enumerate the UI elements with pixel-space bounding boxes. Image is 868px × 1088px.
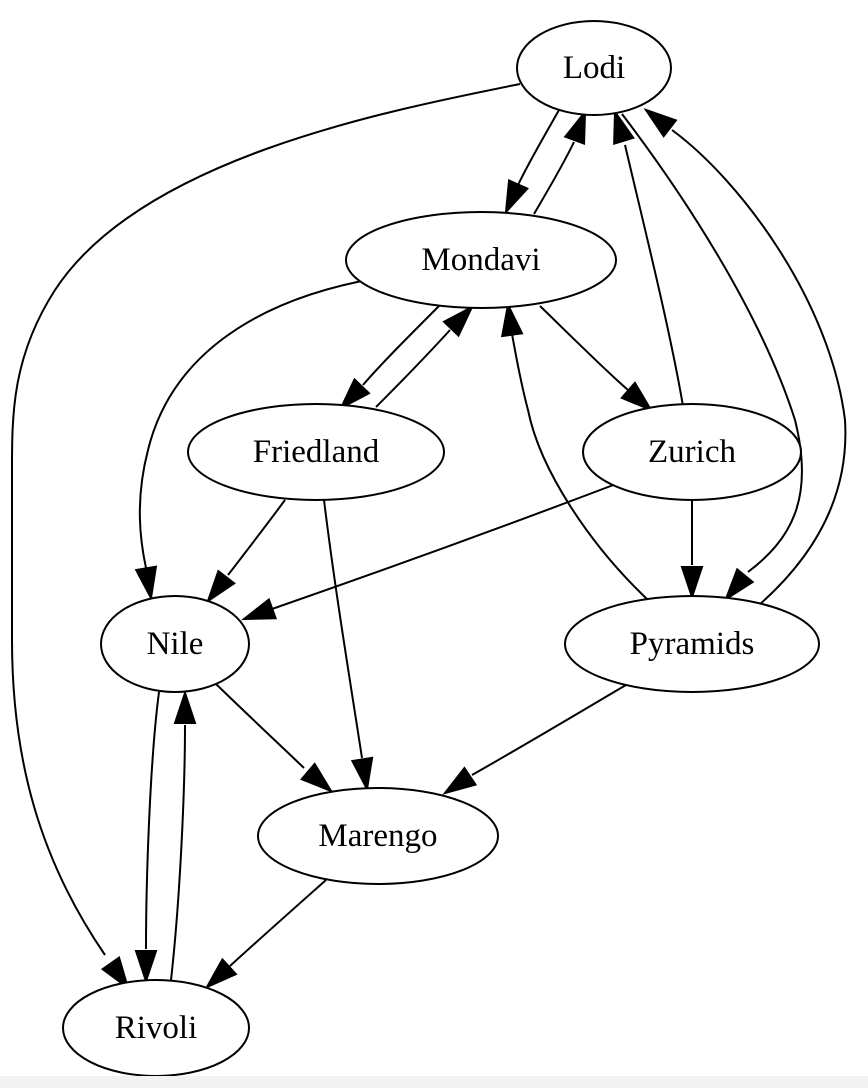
arrowhead <box>724 567 755 602</box>
node-friedland[interactable]: Friedland <box>187 403 445 501</box>
node-lodi[interactable]: Lodi <box>516 20 672 116</box>
edge-pyramids-to-marengo <box>442 684 627 795</box>
edge-line <box>511 333 649 601</box>
edge-marengo-to-rivoli <box>204 879 327 990</box>
window-bottom-edge <box>0 1076 868 1088</box>
node-label-marengo: Marengo <box>318 818 437 854</box>
arrowhead <box>504 179 529 215</box>
node-label-zurich: Zurich <box>648 434 736 470</box>
arrowhead <box>442 766 478 795</box>
edge-friedland-to-marengo <box>323 499 374 793</box>
edge-line <box>138 277 379 569</box>
edge-line <box>145 691 160 950</box>
node-label-mondavi: Mondavi <box>421 242 540 278</box>
edge-line <box>621 113 803 573</box>
arrowhead <box>613 108 635 145</box>
edge-line <box>362 304 441 386</box>
arrowhead <box>563 109 587 146</box>
arrowhead <box>241 597 278 621</box>
edge-nile-to-rivoli <box>134 691 160 985</box>
edge-line <box>215 683 305 769</box>
arrowhead <box>134 950 158 985</box>
node-pyramids[interactable]: Pyramids <box>564 595 820 693</box>
arrowhead <box>338 377 371 411</box>
edge-mondavi-to-zurich <box>539 305 654 413</box>
edge-line <box>471 684 627 776</box>
arrowhead <box>680 566 704 601</box>
node-label-rivoli: Rivoli <box>115 1010 198 1046</box>
edge-line <box>227 499 286 576</box>
edge-nile-to-marengo <box>215 683 334 794</box>
edge-zurich-to-pyramids <box>680 500 704 601</box>
edge-pyramids-to-lodi <box>643 108 847 606</box>
edge-line <box>539 305 629 391</box>
node-label-friedland: Friedland <box>253 434 380 470</box>
edge-friedland-to-nile <box>206 499 286 604</box>
arrowhead <box>206 569 236 604</box>
edge-line <box>375 329 451 408</box>
edge-line <box>229 879 327 967</box>
edge-rivoli-to-nile <box>170 689 197 981</box>
edge-line <box>671 129 847 606</box>
arrowhead <box>620 381 654 413</box>
edge-line <box>170 724 186 981</box>
edge-lodi-to-mondavi <box>504 109 560 215</box>
edge-mondavi-to-lodi <box>533 109 587 215</box>
arrowhead <box>100 956 130 991</box>
arrowhead <box>204 957 238 990</box>
arrowhead <box>643 108 678 138</box>
arrowhead <box>300 762 334 794</box>
edge-line <box>271 483 617 610</box>
node-nile[interactable]: Nile <box>100 595 250 693</box>
edges-layer <box>10 83 847 991</box>
node-label-pyramids: Pyramids <box>630 626 755 662</box>
edge-lodi-to-rivoli <box>10 83 521 991</box>
node-marengo[interactable]: Marengo <box>257 787 499 885</box>
nodes-layer: Lodi Mondavi Friedland Zurich Nile Pyram… <box>62 20 820 1077</box>
edge-friedland-to-mondavi <box>375 304 475 408</box>
edge-zurich-to-nile <box>241 483 617 621</box>
edge-line <box>10 83 521 956</box>
arrowhead <box>500 301 524 338</box>
node-rivoli[interactable]: Rivoli <box>62 979 250 1077</box>
edge-lodi-to-pyramids <box>621 113 803 602</box>
edge-mondavi-to-nile <box>134 277 379 602</box>
arrowhead <box>350 756 374 793</box>
edge-line <box>624 144 684 407</box>
arrowhead <box>173 689 197 724</box>
edge-line <box>517 109 560 186</box>
arrowhead <box>442 304 475 338</box>
edge-mondavi-to-friedland <box>338 304 441 411</box>
node-zurich[interactable]: Zurich <box>582 403 802 501</box>
arrowhead <box>134 565 158 602</box>
node-label-lodi: Lodi <box>563 50 625 86</box>
node-mondavi[interactable]: Mondavi <box>345 211 617 309</box>
edge-pyramids-to-mondavi <box>500 301 649 601</box>
edge-line <box>533 141 575 215</box>
node-label-nile: Nile <box>147 626 204 662</box>
edge-zurich-to-lodi <box>613 108 684 407</box>
edge-line <box>323 499 363 759</box>
